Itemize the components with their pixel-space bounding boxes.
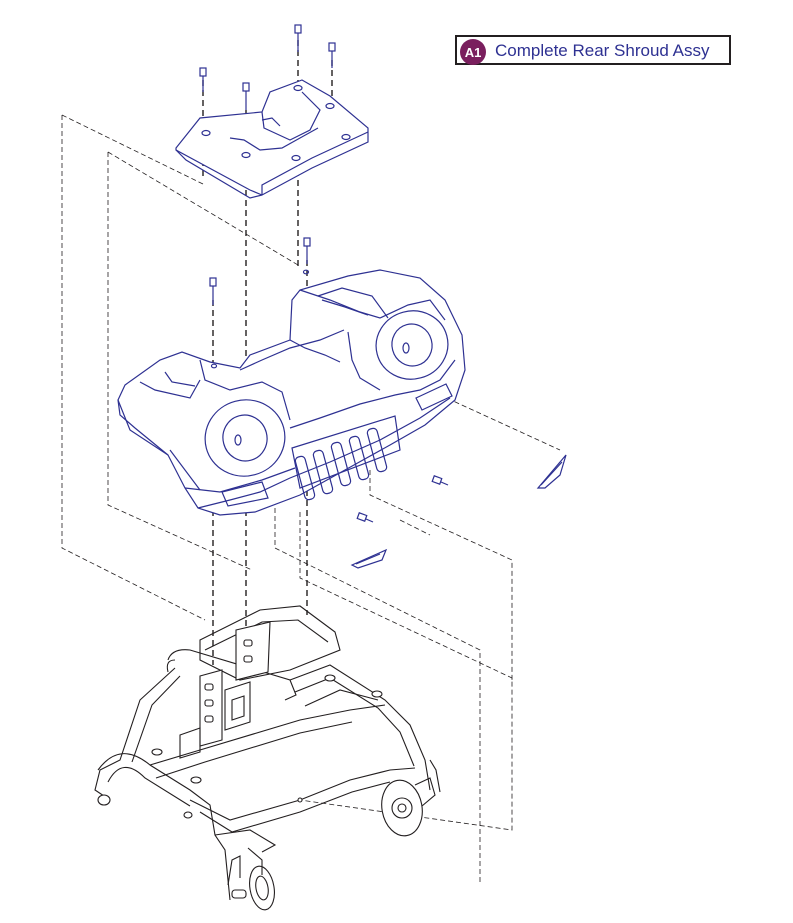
rear-shroud-body (117, 269, 466, 516)
screw-5 (303, 237, 311, 264)
seat-frame (94, 605, 441, 911)
reflector-left (350, 548, 388, 569)
top-cover-plate (175, 79, 369, 199)
caster-wheel-right (381, 759, 441, 837)
screw-8 (356, 512, 374, 523)
screw-6 (209, 277, 217, 305)
callout-badge: A1 (460, 39, 486, 65)
leader-lines (61, 114, 561, 885)
screw-3 (199, 67, 207, 92)
screw-set (199, 24, 449, 523)
screw-7 (431, 475, 449, 486)
screw-1 (294, 24, 302, 52)
callout-label: Complete Rear Shroud Assy (495, 41, 710, 60)
screw-4 (242, 82, 250, 110)
assembly-callout: A1 Complete Rear Shroud Assy (455, 35, 731, 65)
reflector-right (536, 454, 567, 489)
caster-wheel-left (227, 847, 275, 911)
grille-slots (291, 415, 401, 501)
post-caps (151, 674, 383, 819)
screw-2 (328, 42, 336, 68)
